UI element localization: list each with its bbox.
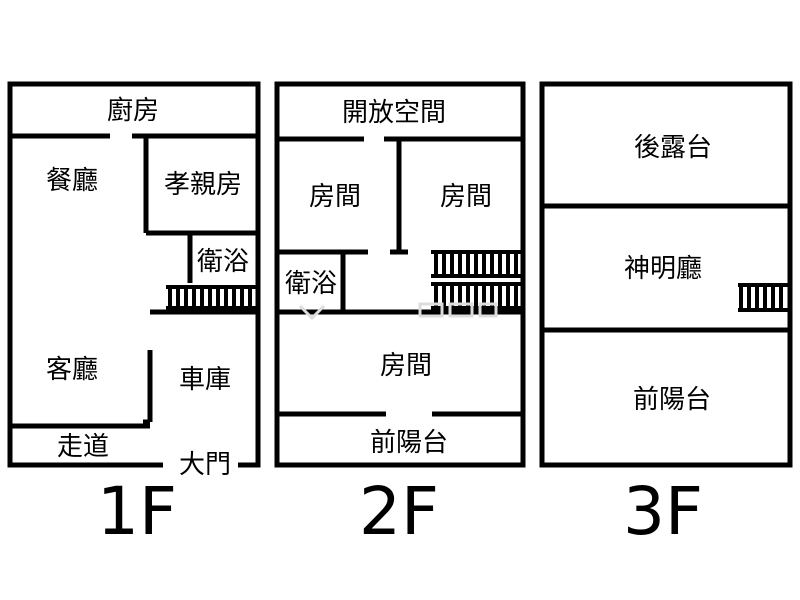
floor-1-hallway-label: 走道 bbox=[57, 432, 109, 462]
floor-2-front-balcony-label: 前陽台 bbox=[370, 428, 448, 458]
floor-3-label: 3F bbox=[623, 473, 703, 550]
floor-1-outline bbox=[7, 81, 261, 468]
floor-2-room-left-label: 房間 bbox=[309, 182, 361, 212]
floor-1-parents-room-label: 孝親房 bbox=[164, 170, 242, 200]
floor-1-staircase bbox=[166, 285, 258, 310]
floor-1-main-door-label: 大門 bbox=[179, 450, 231, 480]
floor-3-shrine-hall-label: 神明廳 bbox=[624, 254, 702, 284]
floor-1-walls bbox=[10, 133, 258, 429]
floor-3-plan bbox=[539, 81, 793, 468]
floor-2-room-front-label: 房間 bbox=[380, 351, 432, 381]
floor-3-staircase bbox=[738, 283, 790, 312]
floor-1-main-door-gap bbox=[163, 458, 238, 472]
floor-1-bathroom-label: 衛浴 bbox=[197, 247, 249, 277]
floor-2-label: 2F bbox=[359, 473, 439, 550]
floor-1-plan bbox=[7, 81, 261, 468]
floor-2-staircase bbox=[431, 250, 523, 310]
floor-1-label: 1F bbox=[97, 473, 177, 550]
floor-3-walls bbox=[542, 203, 790, 333]
floor-1-dining-label: 餐廳 bbox=[46, 166, 98, 196]
floor-2-open-space-label: 開放空間 bbox=[342, 98, 446, 128]
floor-2-bathroom-label: 衛浴 bbox=[285, 269, 337, 299]
watermark-logo bbox=[298, 302, 498, 321]
floor-3-outline bbox=[539, 81, 793, 468]
floor-1-kitchen-label: 廚房 bbox=[107, 96, 159, 126]
floor-2-room-right-label: 房間 bbox=[440, 182, 492, 212]
floor-1-living-label: 客廳 bbox=[46, 355, 98, 385]
floor-3-rear-balcony-label: 後露台 bbox=[634, 133, 712, 163]
floor-1-garage-label: 車庫 bbox=[179, 365, 231, 395]
floor-3-front-balcony-label: 前陽台 bbox=[633, 385, 711, 415]
